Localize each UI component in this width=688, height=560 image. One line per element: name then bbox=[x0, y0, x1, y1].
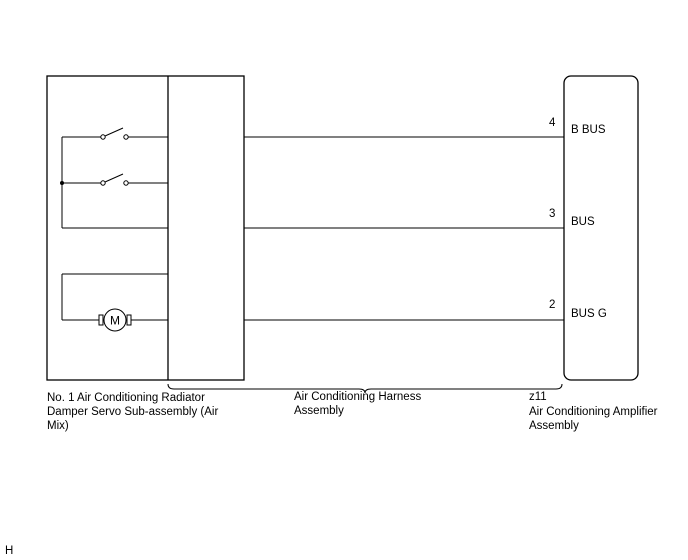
junction-dot bbox=[60, 181, 64, 185]
corner-mark: H bbox=[5, 545, 14, 557]
harness-bracket bbox=[167, 383, 563, 394]
harness-wires bbox=[244, 136, 564, 321]
servo-label: No. 1 Air Conditioning Radiator Damper S… bbox=[47, 392, 219, 432]
pin-number-3: 3 bbox=[549, 208, 556, 220]
amplifier-label: Air Conditioning Amplifier Assembly bbox=[529, 406, 658, 432]
pin-number-4: 4 bbox=[549, 117, 556, 129]
amplifier-connector-code: z11 bbox=[529, 391, 547, 403]
switch-circuit bbox=[61, 127, 168, 229]
pin-number-2: 2 bbox=[549, 299, 556, 311]
amplifier-box bbox=[563, 75, 639, 381]
motor-symbol: M bbox=[110, 314, 120, 328]
signal-label-bus-g: BUS G bbox=[571, 308, 607, 320]
harness-label: Air Conditioning Harness Assembly bbox=[294, 391, 422, 417]
signal-label-bus: BUS bbox=[571, 216, 595, 228]
signal-label-b-bus: B BUS bbox=[571, 124, 606, 136]
motor-circuit bbox=[61, 273, 168, 332]
